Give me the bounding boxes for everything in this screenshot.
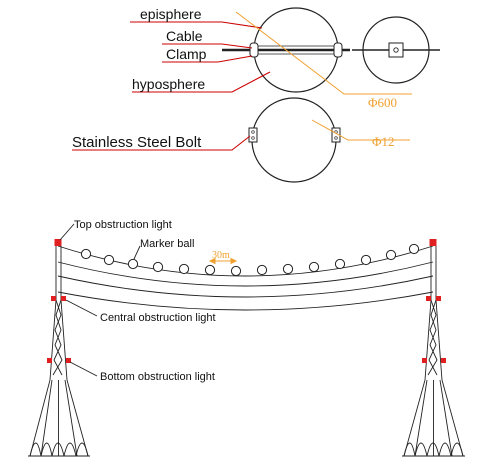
upper-leader-lines (72, 21, 271, 151)
label-bottom-obstruction-light: Bottom obstruction light (100, 371, 215, 383)
label-clamp: Clamp (166, 46, 207, 62)
marker-ball (230, 265, 242, 277)
bottom-light-left-2 (66, 358, 71, 363)
label-marker-ball: Marker ball (140, 238, 194, 250)
marker-ball (178, 263, 190, 275)
marker-ball (127, 258, 139, 270)
dimension-sphere-diameter: Φ600 (368, 95, 397, 110)
marker-ball (204, 264, 216, 276)
central-light-right-2 (436, 296, 441, 301)
sphere-bolt-view (248, 97, 341, 183)
marker-ball (103, 254, 115, 266)
label-top-obstruction-light: Top obstruction light (74, 219, 172, 231)
marker-ball (152, 261, 164, 273)
marker-ball (334, 258, 346, 270)
dimension-bolt-diameter: Φ12 (372, 134, 395, 149)
marker-ball (282, 263, 294, 275)
label-hyposphere: hyposphere (132, 76, 205, 92)
sphere-end-view (352, 16, 440, 84)
marker-ball (408, 243, 420, 255)
obstruction-lights (47, 239, 446, 363)
marker-balls (80, 243, 420, 277)
spacing-dimension (208, 257, 238, 265)
top-light-left (54, 239, 62, 246)
label-cable: Cable (166, 28, 203, 44)
label-central-obstruction-light: Central obstruction light (100, 312, 216, 324)
lower-leader-lines (59, 223, 141, 377)
overhead-cables (57, 245, 434, 311)
bottom-light-left (47, 358, 52, 363)
left-tower (28, 246, 90, 457)
dimension-spacing: 30m (212, 250, 230, 261)
marker-ball (80, 248, 92, 260)
label-episphere: episphere (140, 6, 202, 22)
top-light-right (429, 239, 437, 246)
dimension-leaders (235, 11, 412, 141)
marker-ball (256, 264, 268, 276)
central-light-left-2 (61, 296, 66, 301)
bottom-light-right-2 (441, 358, 446, 363)
marker-ball (308, 261, 320, 273)
right-tower (402, 246, 465, 457)
bottom-light-right (422, 358, 427, 363)
central-light-left (51, 296, 56, 301)
label-stainless-steel-bolt: Stainless Steel Bolt (72, 134, 202, 151)
marker-ball (360, 254, 372, 266)
central-light-right (426, 296, 431, 301)
marker-ball (385, 249, 397, 261)
